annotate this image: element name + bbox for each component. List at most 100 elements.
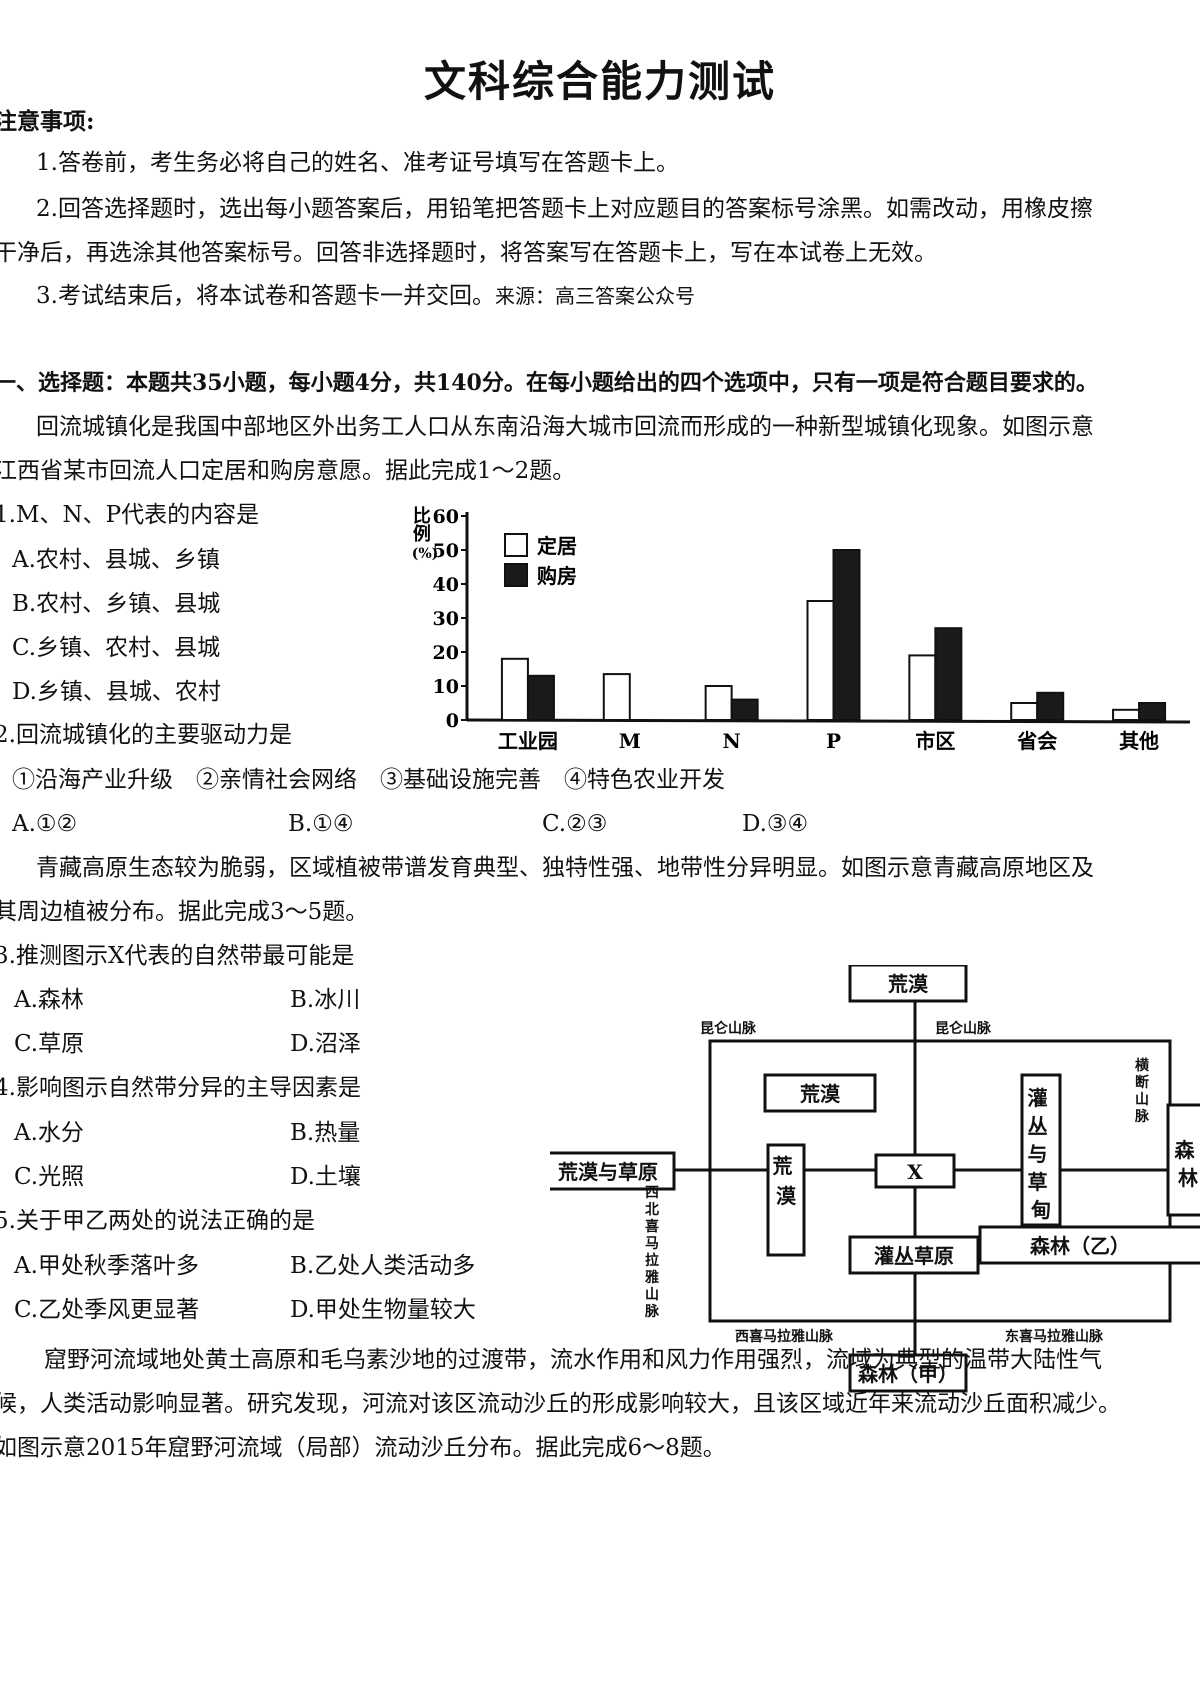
box-desert-top [848, 965, 968, 1003]
box-desert-vertical [766, 1143, 806, 1257]
bar-settle [1112, 708, 1141, 722]
q5-stem: 5.关于甲乙两处的说法正确的是 [0, 1208, 315, 1234]
label-hengduan-char-2: 断 [1135, 1074, 1149, 1091]
q5-option-c: C.乙处季风更显著 [14, 1297, 200, 1323]
y-tick-label: 50 [433, 540, 459, 562]
box-desert-steppe-label: 荒漠与草原 [558, 1160, 658, 1184]
box-desert-steppe [550, 1151, 676, 1191]
box-shrub-meadow-char-3: 与 [1028, 1142, 1048, 1166]
notice-item-3: 3.考试结束后，将本试卷和答题卡一并交回。 [36, 283, 495, 309]
q5-option-b: B.乙处人类活动多 [290, 1253, 476, 1279]
y-tick-label: 60 [433, 506, 459, 528]
label-nw-himalaya-char-1: 西 [645, 1185, 659, 1201]
q2-option-b: B.①④ [288, 811, 354, 837]
y-tick-label: 0 [446, 710, 459, 732]
y-tick-label: 10 [433, 676, 459, 698]
source-note: 来源：高三答案公众号 [494, 284, 695, 308]
passage1-line-1: 回流城镇化是我国中部地区外出务工人口从东南沿海大城市回流而形成的一种新型城镇化现… [36, 414, 1094, 440]
bar-settle [908, 654, 937, 721]
box-shrub-meadow-char-2: 丛 [1028, 1114, 1048, 1138]
bar-buy [526, 674, 555, 722]
passage1-line-2: 江西省某市回流人口定居和购房意愿。据此完成1～2题。 [0, 458, 576, 484]
label-kunlun-left: 昆仑山脉 [700, 1020, 757, 1037]
vegetation-diagram: 荒漠 荒漠 荒漠与草原 荒 漠 X 灌 丛 与 草 甸 森 林 [550, 965, 1200, 1393]
q1-option-d: D.乡镇、县城、农村 [12, 679, 221, 705]
bar-buy [1036, 691, 1065, 722]
q1-option-c: C.乡镇、农村、县城 [12, 635, 221, 661]
bar-buy [1138, 702, 1167, 721]
q4-option-a: A.水分 [14, 1120, 84, 1146]
q2-option-a: A.①② [12, 811, 78, 837]
box-x-label: X [907, 1160, 923, 1184]
x-tick-label: 其他 [1119, 729, 1159, 753]
q4-option-c: C.光照 [14, 1164, 85, 1190]
label-kunlun-right: 昆仑山脉 [935, 1020, 992, 1037]
q2-items: ①沿海产业升级 ②亲情社会网络 ③基础设施完善 ④特色农业开发 [12, 767, 725, 793]
q2-stem: 2.回流城镇化的主要驱动力是 [0, 722, 292, 748]
passage3-line-2: 候，人类活动影响显著。研究发现，河流对该区流动沙丘的形成影响较大，且该区域近年来… [0, 1391, 1121, 1417]
bar-buy [730, 698, 759, 722]
y-axis-label-char-1: 比 [413, 506, 431, 527]
q3-option-d: D.沼泽 [290, 1031, 361, 1057]
passage2-line-2: 其周边植被分布。据此完成3～5题。 [0, 899, 369, 925]
passage2-line-1: 青藏高原生态较为脆弱，区域植被带谱发育典型、独特性强、地带性分异明显。如图示意青… [36, 855, 1094, 881]
bar-settle [602, 673, 631, 722]
section-heading: 一、选择题：本题共35小题，每小题4分，共140分。在每小题给出的四个选项中，只… [0, 370, 1098, 396]
box-desert-vertical-char-1: 荒 [773, 1154, 793, 1178]
box-desert-vertical-char-2: 漠 [776, 1184, 797, 1208]
box-shrub-meadow-label: 灌 丛 与 草 甸 [1028, 1086, 1055, 1222]
box-desert-top-label: 荒漠 [888, 972, 929, 996]
label-nw-himalaya-char-6: 雅 [645, 1269, 659, 1286]
label-nw-himalaya-char-3: 喜 [645, 1218, 659, 1235]
box-shrub-meadow [1020, 1073, 1062, 1227]
bar-settle [500, 657, 529, 722]
x-tick-label: N [723, 729, 741, 753]
box-x [874, 1153, 956, 1189]
legend-label: 定居 [537, 534, 577, 558]
box-forest-right-char-1: 森 [1175, 1138, 1196, 1162]
label-hengduan: 横 断 山 脉 [1134, 1057, 1154, 1125]
notice-item-3-line: 3.考试结束后，将本试卷和答题卡一并交回。来源：高三答案公众号 [36, 281, 695, 311]
box-shrub-steppe-label: 灌丛草原 [874, 1244, 954, 1268]
label-nw-himalaya-char-5: 拉 [645, 1252, 659, 1269]
label-e-himalaya: 东喜马拉雅山脉 [1005, 1328, 1104, 1345]
box-shrub-meadow-char-5: 甸 [1030, 1198, 1051, 1222]
q1-option-b: B.农村、乡镇、县城 [12, 591, 221, 617]
x-tick-label: 市区 [915, 729, 955, 753]
legend-label: 购房 [537, 564, 577, 588]
notice-heading: 注意事项: [0, 108, 95, 135]
box-desert-inner [763, 1073, 877, 1113]
label-nw-himalaya-char-2: 北 [645, 1202, 659, 1218]
box-shrub-steppe [848, 1235, 980, 1275]
notice-item-1: 1.答卷前，考生务必将自己的姓名、准考证号填写在答题卡上。 [36, 150, 679, 176]
box-forest-right-char-2: 林 [1178, 1166, 1198, 1190]
bar-buy [934, 627, 963, 721]
box-forest-yi-label: 森林（乙） [1030, 1234, 1130, 1258]
q4-option-b: B.热量 [290, 1120, 361, 1146]
x-tick-label: 工业园 [498, 729, 558, 753]
q3-stem: 3.推测图示X代表的自然带最可能是 [0, 943, 355, 969]
bar-settle [1010, 702, 1039, 721]
y-axis-label-char-2: 例 [413, 523, 431, 545]
label-nw-himalaya-char-8: 脉 [644, 1303, 660, 1320]
q4-stem: 4.影响图示自然带分异的主导因素是 [0, 1075, 361, 1101]
label-nw-himalaya: 西 北 喜 马 拉 雅 山 脉 [644, 1185, 664, 1320]
x-tick-label: 省会 [1016, 729, 1057, 753]
box-shrub-meadow-char-4: 草 [1028, 1170, 1048, 1194]
label-hengduan-char-1: 横 [1135, 1057, 1150, 1074]
q4-option-d: D.土壤 [290, 1164, 361, 1190]
q1-option-a: A.农村、县城、乡镇 [12, 547, 220, 573]
bar-settle [806, 600, 835, 721]
passage3-line-1: 窟野河流域地处黄土高原和毛乌素沙地的过渡带，流水作用和风力作用强烈，流域为典型的… [44, 1347, 1102, 1373]
label-nw-himalaya-char-7: 山 [645, 1287, 659, 1303]
q3-option-a: A.森林 [14, 987, 84, 1013]
y-axis-label: 比 例 (%) [412, 506, 439, 562]
notice-item-2-cont: 干净后，再选涂其他答案标号。回答非选择题时，将答案写在答题卡上，写在本试卷上无效… [0, 240, 937, 266]
label-nw-himalaya-char-4: 马 [645, 1236, 659, 1252]
q5-option-a: A.甲处秋季落叶多 [14, 1253, 199, 1279]
box-forest-right-label: 森 林 [1175, 1138, 1200, 1190]
bar-buy [832, 549, 861, 721]
legend-swatch [504, 533, 528, 557]
y-tick-label: 30 [433, 608, 459, 630]
